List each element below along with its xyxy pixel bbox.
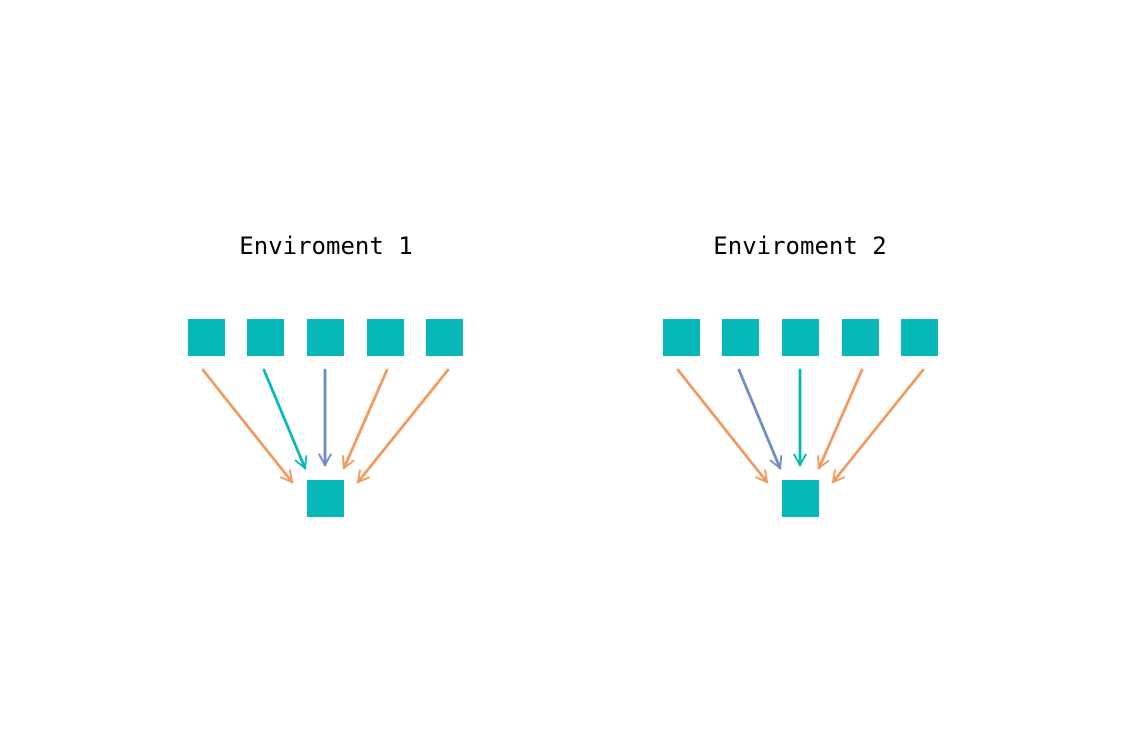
source-node bbox=[426, 319, 463, 356]
environment-1-arrows bbox=[201, 368, 450, 484]
environment-2-title: Enviroment 2 bbox=[713, 232, 886, 260]
arrow-orange bbox=[831, 368, 925, 484]
source-node bbox=[782, 319, 819, 356]
arrow-orange bbox=[816, 368, 864, 470]
arrow-orange bbox=[356, 368, 450, 484]
source-node bbox=[722, 319, 759, 356]
environment-2-nodes bbox=[663, 319, 938, 517]
source-node bbox=[842, 319, 879, 356]
target-node bbox=[782, 480, 819, 517]
environment-1-nodes bbox=[188, 319, 463, 517]
arrow-orange bbox=[201, 368, 294, 484]
source-node bbox=[367, 319, 404, 356]
arrow-orange bbox=[341, 368, 389, 470]
environment-2: Enviroment 2 bbox=[663, 232, 938, 517]
arrow-blue bbox=[737, 368, 783, 470]
target-node bbox=[307, 480, 344, 517]
source-node bbox=[901, 319, 938, 356]
source-node bbox=[307, 319, 344, 356]
source-node bbox=[663, 319, 700, 356]
source-node bbox=[247, 319, 284, 356]
source-node bbox=[188, 319, 225, 356]
environment-1: Enviroment 1 bbox=[188, 232, 463, 517]
environment-1-title: Enviroment 1 bbox=[239, 232, 412, 260]
environment-2-arrows bbox=[676, 368, 925, 484]
arrow-orange bbox=[676, 368, 769, 484]
arrow-teal bbox=[262, 368, 308, 470]
